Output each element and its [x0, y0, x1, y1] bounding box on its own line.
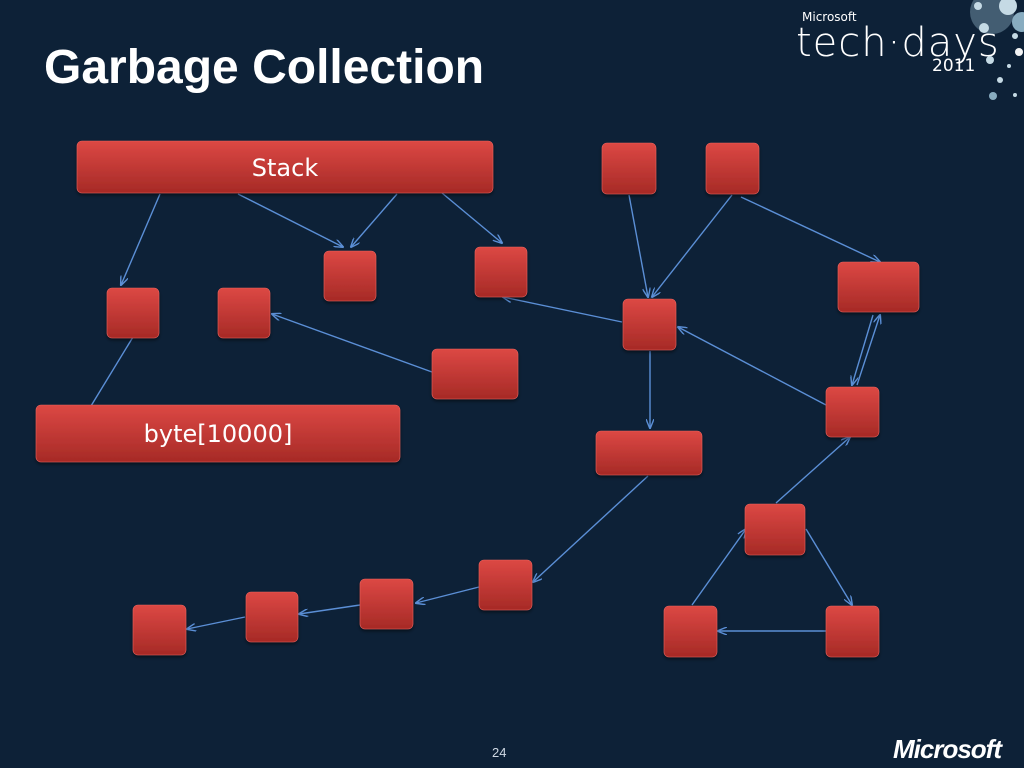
arrow-node-p-to-node-j [775, 437, 850, 504]
node-m-box [359, 578, 414, 630]
arrow-stack-to-node-c2 [351, 193, 398, 247]
node-o-box [132, 604, 187, 656]
stack-box [76, 140, 494, 194]
arrow-stack-to-node-a [121, 193, 161, 285]
page-number: 24 [492, 745, 507, 760]
byte-array-label: byte[10000] [144, 420, 293, 448]
stack-label: Stack [252, 154, 319, 182]
object-boxes [35, 140, 920, 658]
arrow-node-e-to-node-b [272, 314, 433, 373]
arrow-node-r-to-node-p [691, 529, 746, 606]
node-d-box [474, 246, 528, 298]
logo-bubbles [970, 0, 1024, 100]
node-j-box [825, 386, 880, 438]
arrow-node-g-to-node-i [740, 196, 880, 262]
node-e-box [431, 348, 519, 400]
arrow-node-j-to-node-i [856, 315, 880, 386]
arrow-stack-to-node-c [237, 193, 343, 247]
node-c-box [323, 250, 377, 302]
node-f-box [601, 142, 657, 195]
node-p-box [744, 503, 806, 556]
slide-title: Garbage Collection [44, 41, 485, 94]
node-r-box [663, 605, 718, 658]
node-h-box [622, 298, 677, 351]
node-q-box [825, 605, 880, 658]
arrow-node-i-to-node-j [852, 314, 874, 385]
arrow-node-k-to-node-l [533, 475, 649, 582]
arrow-node-g-to-node-h [652, 194, 733, 297]
node-k-box [595, 430, 703, 476]
arrow-node-n-to-node-o [187, 616, 246, 629]
arrow-node-m-to-node-n [299, 604, 361, 614]
logo-techdays-text: tech·days [796, 20, 1000, 66]
microsoft-logo: Microsoft [893, 734, 1002, 764]
logo-year-text: 2011 [932, 56, 976, 76]
byte-array-box [35, 404, 401, 463]
node-l-box [478, 559, 533, 611]
node-n-box [245, 591, 299, 643]
arrow-node-p-to-node-q [805, 528, 852, 605]
node-g-box [705, 142, 760, 195]
arrow-stack-to-node-d [441, 192, 502, 243]
arrow-node-h-to-node-d [503, 297, 623, 323]
arrow-node-j-to-node-h [678, 327, 827, 406]
node-b-box [217, 287, 271, 339]
node-i-box [837, 261, 920, 313]
logo-microsoft-text: Microsoft [802, 10, 857, 24]
arrow-node-f-to-node-h [628, 194, 648, 297]
node-a-box [106, 287, 160, 339]
arrow-node-l-to-node-m [416, 586, 480, 603]
